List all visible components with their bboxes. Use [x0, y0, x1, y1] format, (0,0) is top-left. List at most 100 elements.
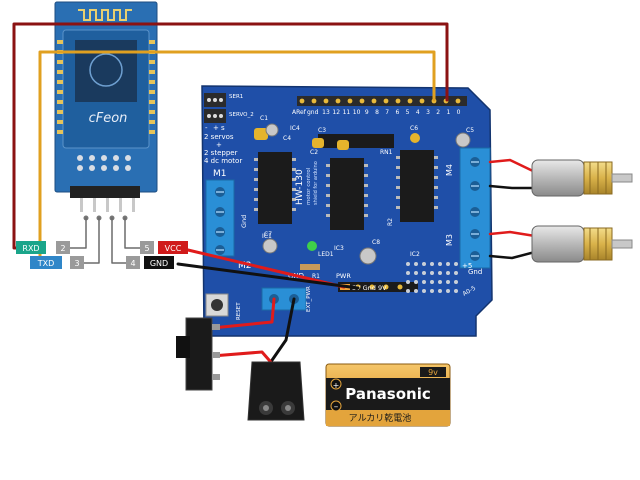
wire-pin2	[69, 217, 87, 249]
proto-pad	[422, 280, 426, 284]
pin-number-6: 6	[395, 109, 399, 116]
wire-pin5	[124, 217, 141, 249]
proto-pad	[414, 262, 418, 266]
wire-m4-red	[488, 158, 537, 174]
gnd-top-label: gnd	[307, 109, 319, 116]
proto-pad	[406, 280, 410, 284]
svg-text:EXT_PWR: EXT_PWR	[306, 286, 312, 312]
pin-number-7: 7	[385, 109, 389, 116]
svg-text:2 stepper: 2 stepper	[204, 149, 238, 157]
proto-pad	[422, 262, 426, 266]
bt-brand: cFeon	[89, 111, 128, 126]
servo2-label: SERVO_2	[229, 112, 254, 118]
wires	[12, 22, 537, 370]
power-pin-labels: 5V Gnd 9V	[352, 284, 387, 292]
pin-number-8: 8	[375, 109, 379, 116]
m3-label: M3	[445, 234, 454, 246]
pin-number-12: 12	[332, 109, 340, 116]
shield-subtitle2: shield for arduino	[313, 161, 319, 205]
battery-brand: Panasonic	[345, 385, 430, 403]
proto-pad	[438, 289, 442, 293]
proto-pad	[406, 271, 410, 275]
pin-label-txd: TXD	[37, 259, 55, 268]
servo1-label: SER1	[229, 94, 243, 100]
led-and-resistor: LED1 R1 R2	[300, 218, 394, 280]
proto-pad	[446, 289, 450, 293]
wire-m3-black	[488, 250, 537, 260]
svg-text:2 servos: 2 servos	[204, 133, 234, 141]
slide-switch	[176, 317, 220, 391]
proto-pad	[446, 280, 450, 284]
capacitors: C1 C3 C4 C2 C5 C6 C7 C8	[254, 115, 474, 265]
pwr-label: PWR	[336, 272, 351, 280]
servo-minus-label: -	[205, 124, 208, 132]
shield-notes: 2 servos + 2 stepper 4 dc motor	[204, 133, 242, 165]
shield-title: HW-130 motor control shield for arduino	[295, 161, 319, 205]
dc-motor-m3	[531, 225, 633, 263]
svg-text:C3: C3	[318, 127, 326, 134]
pin-number-10: 10	[353, 109, 361, 116]
ic-chips: IC1 IC3 IC2 RN1 IC4	[254, 125, 438, 258]
proto-pad	[414, 289, 418, 293]
pin-number-2: 2	[436, 109, 440, 116]
proto-pad	[430, 262, 434, 266]
terminal-m1-m2: M1 M2 Gnd	[205, 169, 252, 271]
proto-pad	[414, 271, 418, 275]
m4-label: M4	[445, 164, 454, 176]
pin-number-0: 0	[457, 109, 461, 116]
proto-pad	[422, 289, 426, 293]
proto-pad	[406, 262, 410, 266]
pin-number-13: 13	[322, 109, 330, 116]
wire-txd-orange	[38, 50, 436, 265]
svg-text:R2: R2	[387, 218, 394, 226]
proto-pad	[454, 289, 458, 293]
shield-model: HW-130	[295, 169, 305, 205]
svg-text:+: +	[216, 141, 222, 149]
battery-clip	[247, 361, 305, 421]
proto-pad	[406, 289, 410, 293]
pin-number-3: 3	[426, 109, 430, 116]
svg-text:C1: C1	[260, 115, 268, 122]
wire-vcc-red	[186, 248, 346, 289]
wire-gnd-black	[176, 262, 360, 290]
svg-text:LED1: LED1	[318, 251, 334, 258]
battery-voltage: 9v	[428, 368, 438, 377]
proto-pad	[430, 280, 434, 284]
bluetooth-module: cFeon	[54, 1, 158, 221]
proto-pad	[430, 271, 434, 275]
pin-num-4: 4	[130, 259, 135, 268]
svg-text:RESET: RESET	[236, 302, 242, 320]
svg-text:4 dc motor: 4 dc motor	[204, 157, 242, 165]
proto-pad	[422, 271, 426, 275]
svg-text:C7: C7	[264, 231, 272, 238]
pin-number-9: 9	[365, 109, 369, 116]
m2-label: M2	[238, 261, 252, 271]
bt-pin-labels: RXD 2 TXD 3 4 GND 5 VCC	[16, 241, 188, 269]
proto-pad	[446, 271, 450, 275]
wire-battery-black	[266, 297, 296, 368]
svg-text:+: +	[333, 381, 340, 390]
proto-pad	[454, 280, 458, 284]
proto-pad	[430, 289, 434, 293]
servo-s-label: s	[221, 124, 225, 132]
svg-text:C2: C2	[310, 149, 318, 156]
proto-pad	[438, 280, 442, 284]
ext-power-terminal: EXT_PWR	[261, 286, 312, 312]
wire-m3-red	[488, 230, 537, 238]
pin-num-5: 5	[144, 244, 149, 253]
proto-pad	[454, 271, 458, 275]
ic3-label: IC3	[334, 245, 344, 252]
svg-text:R1: R1	[312, 273, 320, 280]
m1-label: M1	[213, 169, 227, 179]
pin-label-gnd: GND	[150, 259, 168, 268]
dc-motor-m4	[531, 159, 633, 197]
pin-label-rxd: RXD	[22, 244, 39, 253]
proto-pad	[446, 262, 450, 266]
svg-text:C6: C6	[410, 125, 418, 132]
wire-ext-red	[210, 297, 276, 330]
proto-pad	[414, 280, 418, 284]
